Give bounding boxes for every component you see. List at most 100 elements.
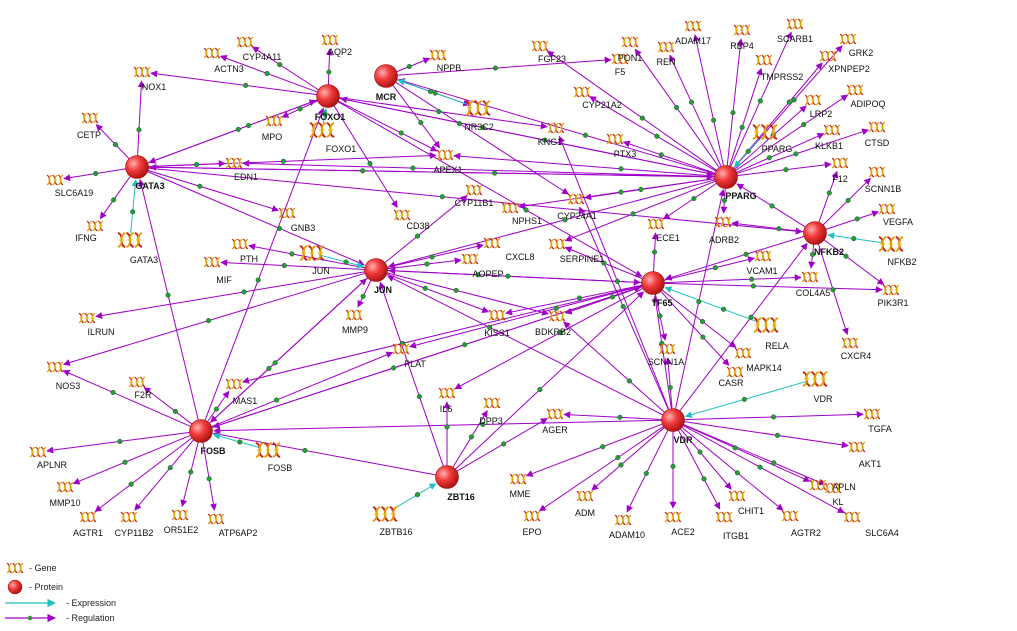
gene-label-vdr: VDR [813, 394, 833, 404]
protein-node-zbt16-icon[interactable] [435, 465, 459, 489]
edge-control-dot [699, 318, 706, 325]
gene-icon-epo-icon [523, 510, 541, 522]
regulation-edge-vdr-to-fosb [213, 419, 663, 435]
gene-icon-mmp9-icon [345, 309, 363, 321]
regulation-edge-vdr-to-ager [563, 411, 663, 420]
protein-node-mcr-icon[interactable] [374, 64, 398, 88]
edge-control-dot [277, 62, 283, 68]
edge-control-dot [748, 314, 754, 320]
gene-label-nos3: NOS3 [56, 381, 81, 391]
gene-icon-rbp4-icon [733, 24, 751, 36]
edge-control-dot [326, 69, 332, 75]
legend-regulation-label: - Regulation [66, 613, 115, 623]
regulation-edge-tf65-to-pik3r1 [663, 282, 883, 294]
edge-control-dot [128, 481, 134, 487]
gene-label-vegfa: VEGFA [883, 217, 913, 227]
protein-node-vdr-icon[interactable] [661, 408, 685, 432]
edge-control-dot [721, 197, 727, 204]
gene-icon-rela-icon [753, 316, 779, 334]
edge-control-dot [734, 470, 740, 476]
edge-control-dot [523, 207, 529, 213]
expression-edge-rela-to-tf65 [664, 286, 760, 324]
edge-control-dot [468, 434, 474, 440]
protein-node-pparg-icon[interactable] [714, 165, 738, 189]
edge-control-dot [241, 289, 247, 295]
gene-label-plat: PLAT [404, 359, 426, 369]
edge-control-dot [343, 259, 349, 265]
edge-control-dot [501, 441, 507, 447]
regulation-edge-jun-to-mmp9 [357, 279, 372, 308]
gene-label-il6: IL6 [440, 404, 453, 414]
proteins-layer: MCRFOXO1GATA3PPARGNFKB2JUNTF65FOSBVDRZBT… [125, 64, 844, 502]
gene-label-akt1: AKT1 [859, 459, 882, 469]
regulation-edge-vdr-to-epo [538, 425, 665, 512]
gene-icon-f2r-icon [128, 376, 146, 388]
gene-label-klkb1: KLKB1 [815, 141, 843, 151]
expression-edge-jun-to-jun [318, 254, 365, 269]
regulation-edge-pparg-to-rbp4 [726, 38, 744, 167]
gene-icon-mme-icon [509, 473, 527, 485]
edge-control-dot [810, 251, 816, 258]
protein-node-nfkb2-icon[interactable] [803, 221, 827, 245]
edge-control-dot [617, 414, 623, 420]
regulation-edge-fosb-to-atp6ap2 [202, 441, 217, 511]
gene-icon-apex1-icon [436, 149, 454, 161]
edge-control-dot [167, 465, 173, 471]
gene-label-kl: KL [832, 497, 843, 507]
protein-node-fosb-icon[interactable] [189, 419, 213, 443]
regulation-edge-fosb-to-gata3 [138, 178, 199, 421]
edge-control-dot [193, 161, 200, 168]
regulation-edge-zbt16-to-tf65 [454, 291, 645, 470]
regulation-edge-fosb-to-plat [210, 351, 394, 428]
edge-control-dot [854, 216, 860, 222]
regulation-edge-mcr-to-f5 [396, 56, 612, 76]
regulation-edge-pparg-to-edn1 [242, 159, 716, 178]
regulation-edge-nfkb2-to-f12 [818, 170, 839, 223]
gene-label-slc6a19: SLC6A19 [55, 188, 94, 198]
edge-control-dot [696, 299, 702, 305]
regulation-edge-foxo1-to-cd38 [333, 105, 398, 208]
edge-control-dot [745, 148, 751, 154]
edge-control-dot [739, 124, 745, 130]
protein-node-gata3-icon[interactable] [125, 155, 149, 179]
gene-icon-mas1-icon [225, 378, 243, 390]
regulation-edge-jun-to-kiss1 [386, 273, 490, 313]
protein-node-tf65-icon[interactable] [641, 271, 665, 295]
edge-control-dot [432, 90, 438, 96]
gene-icon-il6-icon [438, 387, 456, 399]
gene-icon-vdr-icon [802, 370, 828, 388]
edge-control-dot [620, 304, 626, 310]
edge-control-dot [793, 151, 799, 157]
protein-node-foxo1-icon[interactable] [316, 84, 340, 108]
gene-label-mapk14: MAPK14 [746, 363, 782, 373]
gene-icon-tgfa-icon [863, 408, 881, 420]
regulation-edge-gata3-to-jun [146, 170, 365, 266]
edge-control-dot [730, 110, 736, 116]
gene-icon-vcam1-icon [754, 250, 772, 262]
gene-icon-ren-icon [657, 41, 675, 53]
gene-label-serpine1: SERPINE1 [560, 254, 605, 264]
gene-icon-cetp-icon [81, 112, 99, 124]
gene-icon-nox1-icon [133, 66, 151, 78]
edge-control-dot [436, 109, 442, 115]
gene-label-aplnr: APLNR [37, 460, 68, 470]
gene-label-actn3: ACTN3 [214, 64, 244, 74]
edge-control-dot [429, 254, 435, 260]
edge-control-dot [609, 294, 616, 300]
edge-control-dot [553, 305, 559, 311]
gene-icon-ace2-icon [664, 511, 682, 523]
protein-node-jun-icon[interactable] [364, 258, 388, 282]
gene-icon-pth-icon [231, 238, 249, 250]
regulation-edge-vdr-to-adm [591, 426, 666, 491]
gene-label-ace2: ACE2 [671, 527, 695, 537]
gene-icon-ptx3-icon [606, 133, 624, 145]
regulation-edge-mcr-to-cyp24a1 [394, 81, 570, 195]
protein-label-foxo1: FOXO1 [315, 112, 346, 122]
regulation-edge-vdr-to-agtr2 [681, 426, 784, 511]
edge-control-dot [639, 115, 645, 121]
regulation-edge-vdr-to-adam10 [626, 429, 669, 513]
edge-control-dot [322, 111, 328, 117]
gene-label-adam10: ADAM10 [609, 530, 645, 540]
gene-icon-slc6a4-icon [843, 511, 861, 523]
edge-control-dot [391, 365, 397, 371]
